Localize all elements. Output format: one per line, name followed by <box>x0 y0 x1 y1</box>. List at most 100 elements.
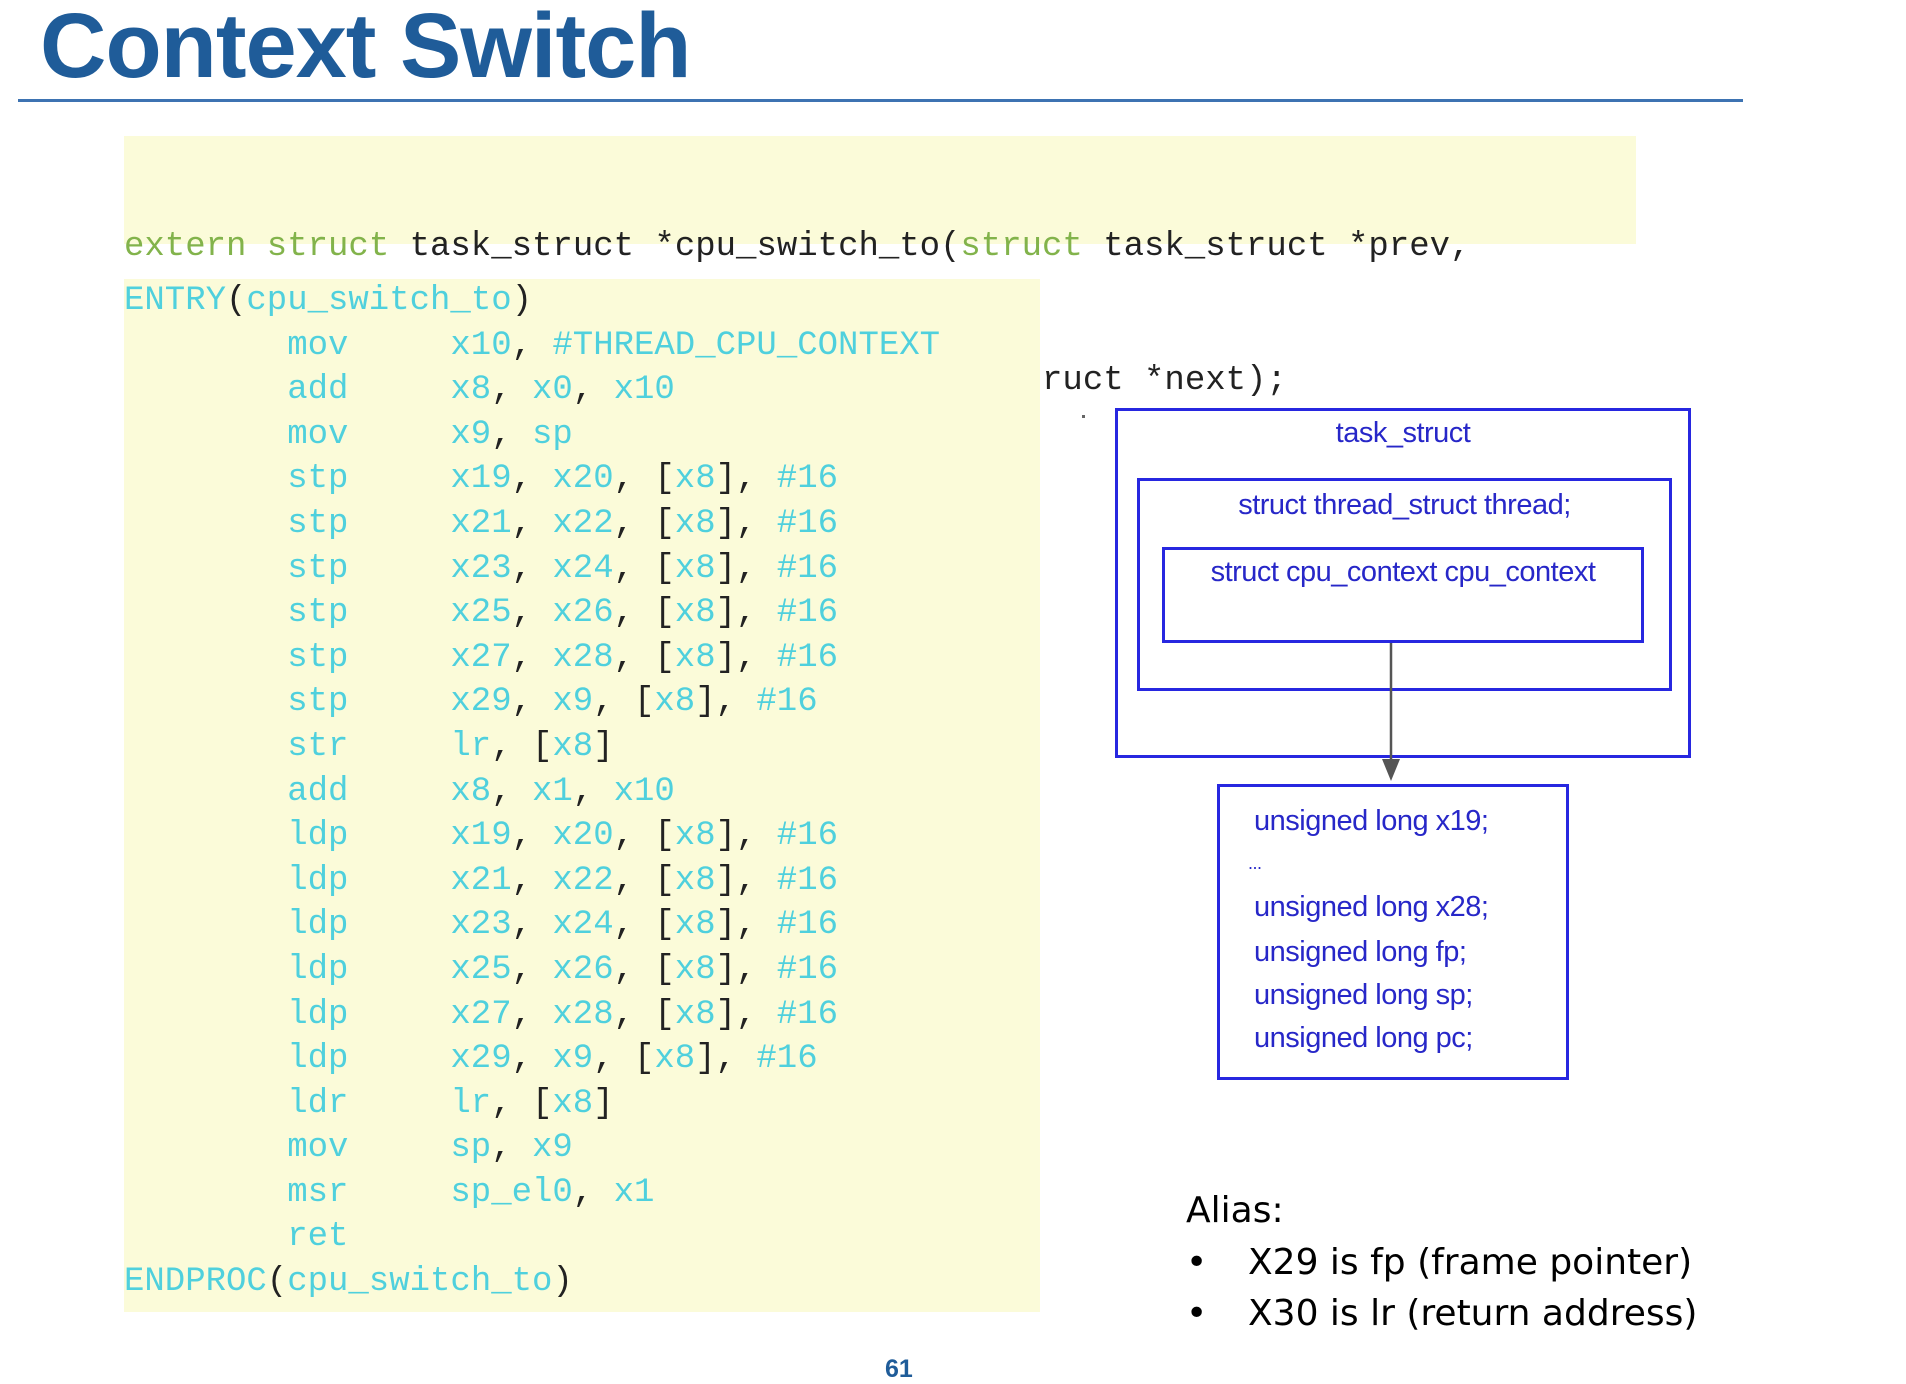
alias-heading: Alias: <box>1186 1190 1284 1231</box>
asm-punct: ( <box>266 1263 288 1302</box>
asm-punct: , <box>491 415 532 454</box>
stray-mark <box>1082 415 1085 418</box>
asm-operand: x28 <box>552 638 614 677</box>
asm-operand: x8 <box>674 906 716 945</box>
asm-operand: x8 <box>674 638 716 677</box>
asm-punct: , [ <box>613 861 675 900</box>
asm-operand: x0 <box>532 371 573 410</box>
asm-operand: x10 <box>613 371 675 410</box>
asm-operand: x27 <box>450 638 512 677</box>
asm-punct: ], <box>695 683 757 722</box>
asm-operand: x9 <box>552 683 594 722</box>
code-token: struct <box>266 228 410 267</box>
asm-operand: x8 <box>674 861 716 900</box>
asm-operand: x23 <box>450 906 512 945</box>
asm-operand: sp_el0 <box>450 1173 573 1212</box>
declaration-code-block: extern struct task_struct *cpu_switch_to… <box>124 136 1636 400</box>
asm-operand: x27 <box>450 995 512 1034</box>
asm-operand: #16 <box>756 683 818 722</box>
asm-opcode: add <box>287 772 349 811</box>
asm-opcode: ldp <box>287 906 349 945</box>
asm-punct: , <box>511 995 553 1034</box>
asm-punct: , <box>491 371 532 410</box>
asm-punct: , [ <box>593 1040 655 1079</box>
asm-punct: , <box>572 371 614 410</box>
asm-operand: #16 <box>776 460 839 499</box>
asm-punct: , [ <box>491 727 553 766</box>
task-struct-label: task_struct <box>1335 417 1471 449</box>
cpu-context-fields: unsigned long x19;...unsigned long x28;u… <box>1248 787 1554 1077</box>
asm-operand: #16 <box>776 549 839 588</box>
declaration-line-1: extern struct task_struct *cpu_switch_to… <box>124 225 1636 270</box>
asm-operand: x8 <box>674 995 716 1034</box>
cpu-context-field: unsigned long sp; <box>1254 979 1473 1011</box>
asm-operand: x8 <box>674 549 716 588</box>
asm-operand: x23 <box>450 549 512 588</box>
asm-operand: sp <box>532 415 573 454</box>
asm-operand: x1 <box>613 1173 655 1212</box>
asm-operand: x21 <box>450 861 512 900</box>
asm-punct: , <box>511 683 553 722</box>
asm-operand: x26 <box>552 594 614 633</box>
code-token: struct <box>960 228 1104 267</box>
asm-operand: x9 <box>450 415 492 454</box>
asm-punct: , [ <box>613 549 675 588</box>
asm-operand: #16 <box>776 950 839 989</box>
asm-operand: x8 <box>552 727 594 766</box>
task-struct-box: task_struct <box>1115 408 1691 758</box>
bullet-icon: • <box>1186 1293 1208 1334</box>
asm-operand: x8 <box>674 817 716 856</box>
asm-operand: #16 <box>756 1040 818 1079</box>
asm-operand: x22 <box>552 504 614 543</box>
code-line: ENDPROC(cpu_switch_to) <box>124 1260 1040 1305</box>
asm-operand: x1 <box>532 772 573 811</box>
code-token: task_struct *cpu_switch_to( <box>409 228 961 267</box>
asm-operand: x25 <box>450 594 512 633</box>
asm-punct: ], <box>715 549 777 588</box>
asm-operand: #16 <box>776 995 839 1034</box>
asm-punct: ], <box>715 504 777 543</box>
asm-operand: x9 <box>552 1040 594 1079</box>
code-token: task_struct *prev, <box>1103 228 1471 267</box>
cpu-context-box: struct cpu_context cpu_context <box>1162 547 1644 643</box>
asm-opcode: stp <box>287 638 349 677</box>
asm-punct: , <box>511 1040 553 1079</box>
asm-operand: #THREAD_CPU_CONTEXT <box>552 326 941 365</box>
asm-operand: x20 <box>552 817 614 856</box>
asm-operand: x8 <box>552 1084 594 1123</box>
asm-operand: x19 <box>450 817 512 856</box>
asm-punct: , [ <box>613 504 675 543</box>
asm-punct: ) <box>511 282 532 320</box>
asm-punct: , <box>511 638 553 677</box>
asm-punct: , <box>511 817 553 856</box>
asm-punct: , <box>572 772 614 811</box>
asm-punct: ] <box>593 727 614 766</box>
asm-opcode: ret <box>287 1218 349 1257</box>
asm-opcode: stp <box>287 460 349 499</box>
cpu-context-field: unsigned long fp; <box>1254 936 1467 968</box>
asm-punct: ], <box>715 460 777 499</box>
asm-operand: x8 <box>654 1040 696 1079</box>
asm-operand: x24 <box>552 906 614 945</box>
asm-operand: sp <box>450 1129 492 1168</box>
asm-punct: ], <box>715 861 777 900</box>
cpu-context-fields-box: unsigned long x19;...unsigned long x28;u… <box>1217 784 1569 1080</box>
entry-name: cpu_switch_to <box>246 282 512 320</box>
asm-operand: lr <box>450 1084 492 1123</box>
code-token: extern <box>124 228 267 267</box>
asm-punct: , <box>511 504 553 543</box>
asm-punct: ], <box>715 638 777 677</box>
code-line: ENTRY(cpu_switch_to) <box>124 279 1040 324</box>
asm-punct: , <box>511 861 553 900</box>
cpu-context-field: ... <box>1248 853 1262 873</box>
asm-operand: x8 <box>674 460 716 499</box>
asm-operand: x26 <box>552 950 614 989</box>
asm-punct: ], <box>715 594 777 633</box>
asm-operand: x8 <box>450 772 492 811</box>
asm-punct: , <box>511 549 553 588</box>
